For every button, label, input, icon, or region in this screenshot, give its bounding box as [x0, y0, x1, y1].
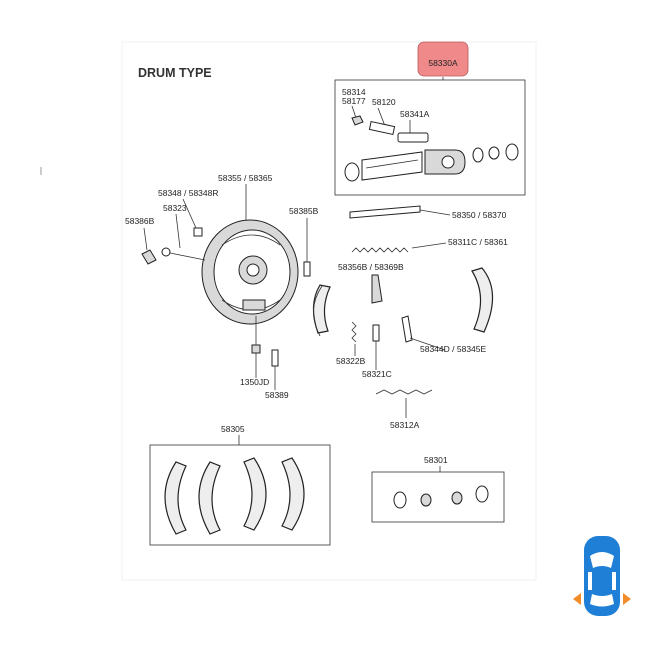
return-spring-icon: [351, 247, 409, 253]
label-58323[interactable]: 58323: [163, 203, 187, 213]
label-58120[interactable]: 58120: [372, 97, 396, 107]
rear-right-arrow-icon: [623, 593, 631, 605]
lower-spring-icon: [375, 389, 433, 395]
label-58305[interactable]: 58305: [221, 424, 245, 434]
kit-cup-3-icon: [451, 491, 463, 505]
backing-plate-group: 58355 / 58365: [201, 173, 299, 325]
label-58177[interactable]: 58177: [342, 96, 366, 106]
label-58350-58370[interactable]: 58350 / 58370: [452, 210, 507, 220]
label-58322b[interactable]: 58322B: [336, 356, 366, 366]
wheel-cylinder-group: 58330A 58314 58177 58120 58341A: [334, 41, 526, 196]
kit-boot-icon: [475, 485, 489, 503]
stud-icon: [303, 261, 311, 277]
label-58385b[interactable]: 58385B: [289, 206, 319, 216]
bleeder-cap-icon: [368, 120, 396, 136]
wheel-cylinder-box: [334, 79, 526, 196]
car-top-view-icon: [573, 536, 631, 616]
label-58389[interactable]: 58389: [265, 390, 289, 400]
label-58341a[interactable]: 58341A: [400, 109, 430, 119]
adjusting-lever-icon: [401, 315, 413, 343]
label-1350jd[interactable]: 1350JD: [240, 377, 269, 387]
shoe-kit-4-icon: [281, 457, 305, 531]
shoe-kit-3-icon: [243, 457, 267, 531]
label-58330a: 58330A: [428, 58, 458, 68]
kit-cup-2-icon: [420, 493, 432, 507]
label-58356b-58369b[interactable]: 58356B / 58369B: [338, 262, 404, 272]
label-58321c[interactable]: 58321C: [362, 369, 392, 379]
label-58355-58365[interactable]: 58355 / 58365: [218, 173, 273, 183]
cylinder-spring-icon: [361, 151, 423, 181]
nut-icon: [251, 344, 261, 354]
parking-lever-icon: [371, 274, 383, 304]
diagram-title: DRUM TYPE: [138, 66, 212, 80]
hold-spring-icon: [351, 321, 357, 343]
piston-cup-right-icon: [488, 146, 500, 160]
adjuster-plug-icon: [141, 249, 157, 265]
kit-cup-1-icon: [393, 491, 407, 509]
label-58311c-58361[interactable]: 58311C / 58361: [448, 237, 508, 247]
label-58312a[interactable]: 58312A: [390, 420, 420, 430]
adjuster-strut-icon: [349, 205, 421, 219]
pin-icon: [372, 324, 380, 342]
dust-boot-right-icon: [505, 143, 519, 161]
brake-shoe-right-icon: [471, 267, 494, 333]
label-58386b-left[interactable]: 58386B: [125, 216, 155, 226]
shoe-kit-1-icon: [164, 461, 187, 535]
label-58348-58348r[interactable]: 58348 / 58348R: [158, 188, 219, 198]
brake-shoe-left-icon: [312, 284, 331, 334]
cylinder-boot-icon: [397, 132, 429, 143]
bolt-icon: [161, 247, 171, 257]
label-58314[interactable]: 58314: [342, 87, 366, 97]
diagram-page-frame: [121, 41, 537, 581]
highlight-badge: [417, 41, 469, 77]
repair-kit-box: [371, 471, 505, 523]
rear-left-arrow-icon: [573, 593, 581, 605]
part-callout-58330a[interactable]: 58330A: [417, 41, 469, 77]
piston-cup-left-icon: [344, 162, 360, 182]
shoe-kit-box: [149, 444, 331, 546]
shoe-kit-2-icon: [198, 461, 221, 535]
piston-right-icon: [472, 147, 484, 163]
label-58344d-58345e[interactable]: 58344D / 58345E: [420, 344, 486, 354]
bleeder-bolt-icon: [271, 349, 279, 367]
label-58301[interactable]: 58301: [424, 455, 448, 465]
car-position-widget[interactable]: [570, 532, 634, 620]
bleeder-screw-icon: [351, 115, 364, 126]
